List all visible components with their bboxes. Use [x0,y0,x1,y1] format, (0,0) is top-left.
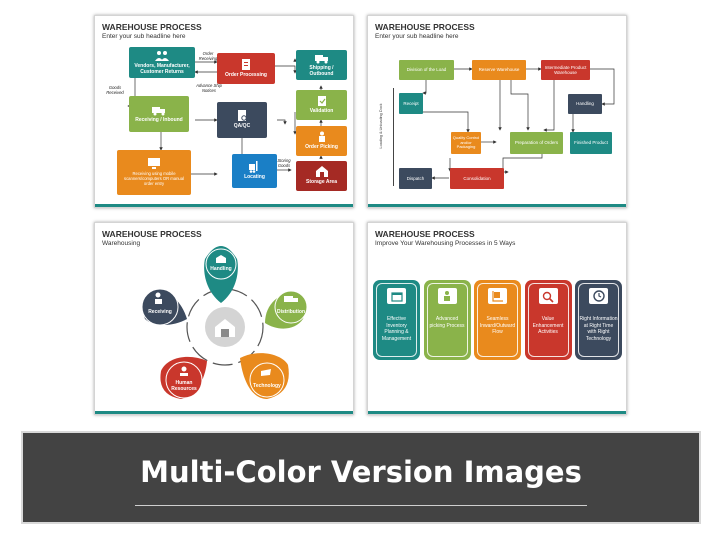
cycle-diagram [141,246,308,399]
document-icon [242,58,250,70]
worker-icon [437,288,457,304]
node-receiving[interactable]: Receiving / Inbound [129,96,189,132]
box-reserve[interactable]: Reserve Warehouse [472,60,526,80]
card-text: Advanced picking Process [429,316,465,329]
slide-title: WAREHOUSE PROCESS [375,229,475,239]
card-frame [578,283,619,357]
slide-subtitle: Enter your sub headline here [102,33,186,40]
node-scan[interactable]: Receiving using mobile scanners/computer… [117,150,191,195]
slide-five-ways[interactable]: WAREHOUSE PROCESS Improve Your Warehousi… [367,222,627,415]
node-order-picking[interactable]: Order Picking [296,126,347,156]
warehouse-icon [315,166,328,178]
worker-icon [318,131,325,143]
slide-title: WAREHOUSE PROCESS [102,229,202,239]
banner-title: Multi-Color Version Images [140,455,582,489]
improvement-card[interactable]: Advanced picking Process [423,280,471,360]
petal-receiving[interactable] [141,288,187,326]
box-dispatch[interactable]: Dispatch [399,168,432,189]
calendar-icon [387,288,406,304]
slide-warehouse-layout[interactable]: WAREHOUSE PROCESS Enter your sub headlin… [367,15,627,208]
slide-accent-bar [95,204,353,207]
card-text: Right Information at Right Time with Rig… [579,316,618,342]
node-order-processing[interactable]: Order Processing [217,53,275,84]
checklist-icon [238,110,247,122]
tag-storing-goods: Storing Goods [277,158,291,168]
tag-advance-ship: Advance Ship Notices [196,83,222,93]
box-division[interactable]: Division of the Load [399,60,454,80]
card-frame [426,283,468,357]
node-shipping[interactable]: Shipping / Outbound [296,50,347,80]
clock-icon [589,288,608,304]
petal-handling[interactable] [204,246,238,303]
petal-icons [155,255,298,376]
slide-title: WAREHOUSE PROCESS [102,22,202,32]
card-text: Value Enhancement Activities [532,316,564,335]
slide-accent-bar [95,411,353,414]
card-frame [477,283,518,357]
slide-subtitle: Enter your sub headline here [375,33,459,40]
card-frame [376,283,417,357]
card-text: Seamless Inward/Outward Flow [479,316,516,335]
slide-subtitle: Warehousing [102,240,141,247]
box-intermediate[interactable]: Intermediate Product Warehouse [541,60,590,80]
node-vendors[interactable]: Vendors, Manufacturer, Customer Returns [129,47,195,78]
slide-warehouse-flow[interactable]: WAREHOUSE PROCESS Enter your sub headlin… [94,15,354,208]
box-handling[interactable]: Handling [568,94,602,114]
petal-technology[interactable] [240,353,289,399]
petal-label-handling: Handling [210,266,232,272]
card-frame [527,283,569,357]
banner-underline [135,505,587,506]
dock-line [393,88,394,186]
truck-icon [152,107,165,116]
card-text: Effective Inventory Planning & Managemen… [381,316,412,342]
flow-connectors [127,58,323,176]
monitor-icon [148,158,160,170]
petal-label-technology: Technology [253,383,281,389]
people-icon [155,50,169,61]
forklift-icon [248,161,257,173]
petal-human-resources[interactable] [160,356,207,399]
dock-side-label: Loading & Unloading Dock [379,103,383,149]
improvement-card[interactable]: Seamless Inward/Outward Flow [474,280,521,360]
petal-label-human-resources: Human Resources [171,380,197,392]
node-storage[interactable]: Storage Area [296,161,347,191]
improvement-card[interactable]: Value Enhancement Activities [524,280,572,360]
layout-connectors [422,67,615,180]
truck-icon [314,55,328,64]
slide-accent-bar [368,204,626,207]
slide-subtitle: Improve Your Warehousing Processes in 5 … [375,240,516,247]
magnifier-icon [538,288,558,304]
petal-distribution[interactable] [265,290,308,329]
box-quality[interactable]: Quality Control and/or Packaging [451,132,481,154]
node-qa[interactable]: QA/QC [217,102,267,138]
petal-label-distribution: Distribution [276,309,306,315]
banner: Multi-Color Version Images [21,431,701,524]
slide-warehousing-cycle[interactable]: WAREHOUSE PROCESS Warehousing [94,222,354,415]
node-locating[interactable]: Locating [232,154,277,188]
slide-title: WAREHOUSE PROCESS [375,22,475,32]
tag-goods-received: Goods Received [106,85,124,95]
tag-order-receiving: Order Receiving [198,51,218,61]
box-preparation[interactable]: Preparation of Orders [510,132,563,154]
improvement-card[interactable]: Effective Inventory Planning & Managemen… [373,280,420,360]
box-receipt[interactable]: Receipt [399,93,423,114]
clipboard-icon [317,96,326,107]
improvement-card[interactable]: Right Information at Right Time with Rig… [575,280,622,360]
box-consolidation[interactable]: Consolidation [450,168,504,189]
box-finished[interactable]: Finished Product [570,132,612,154]
node-validation[interactable]: Validation [296,90,347,120]
slide-accent-bar [368,411,626,414]
dolly-icon [488,288,507,304]
petal-label-receiving: Receiving [148,309,172,315]
